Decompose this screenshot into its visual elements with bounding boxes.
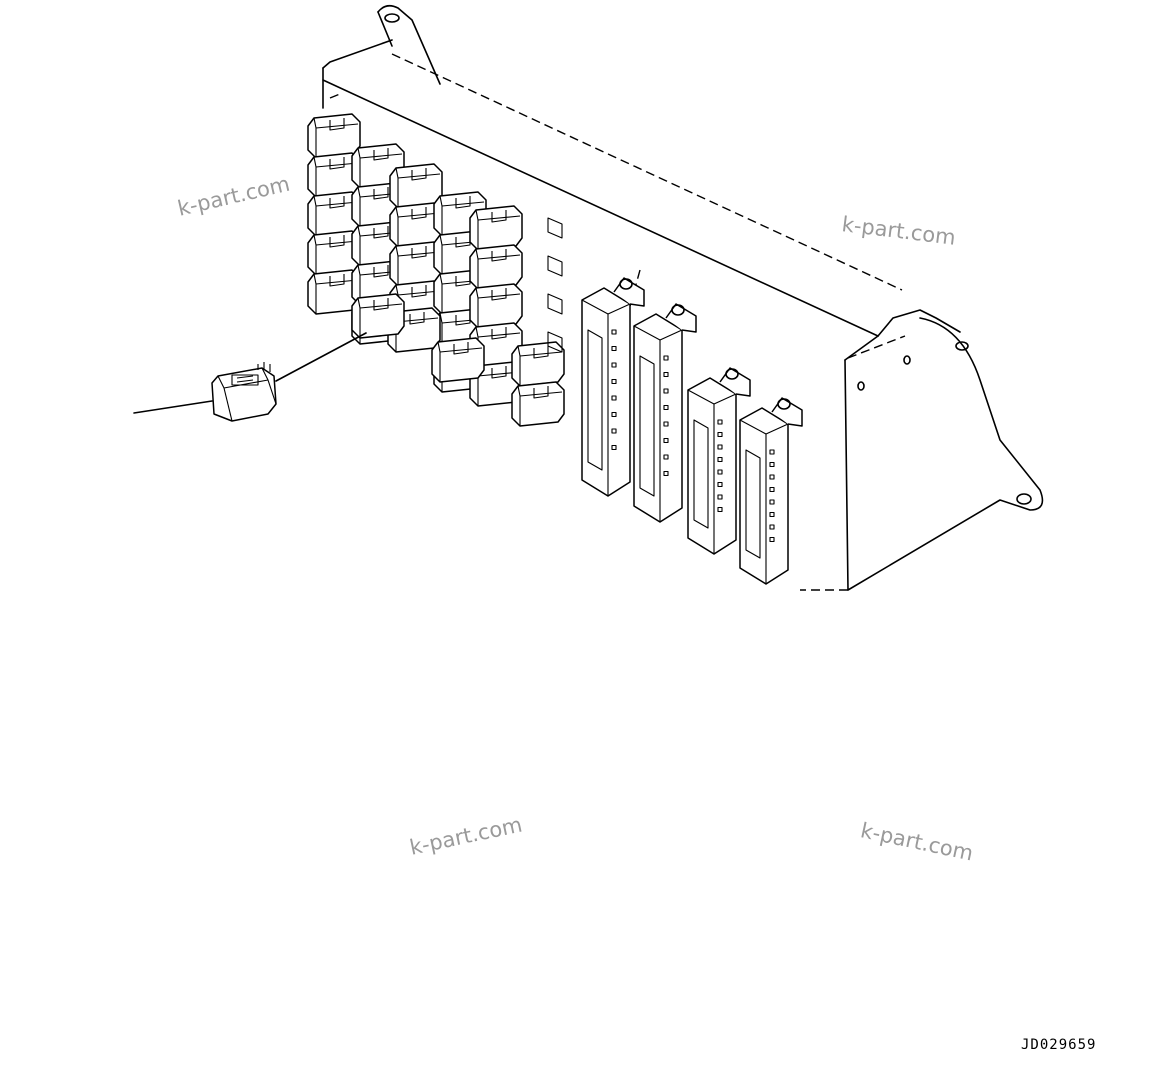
relay [431,337,485,383]
relay [307,230,361,276]
relay [469,244,523,290]
connector-block [633,303,697,523]
relay [469,205,523,251]
relay [511,381,565,427]
connector-block [687,367,751,555]
relay [389,163,443,209]
relay [469,283,523,329]
relay [511,341,565,387]
relay [351,293,405,339]
drawing-code: JD029659 [1021,1037,1097,1053]
relay [307,191,361,237]
connector-blocks [581,277,803,585]
relay-array [307,113,565,427]
connector-block [581,277,645,497]
relay [307,113,361,159]
connector-block [739,397,803,585]
relay-part [133,332,367,422]
